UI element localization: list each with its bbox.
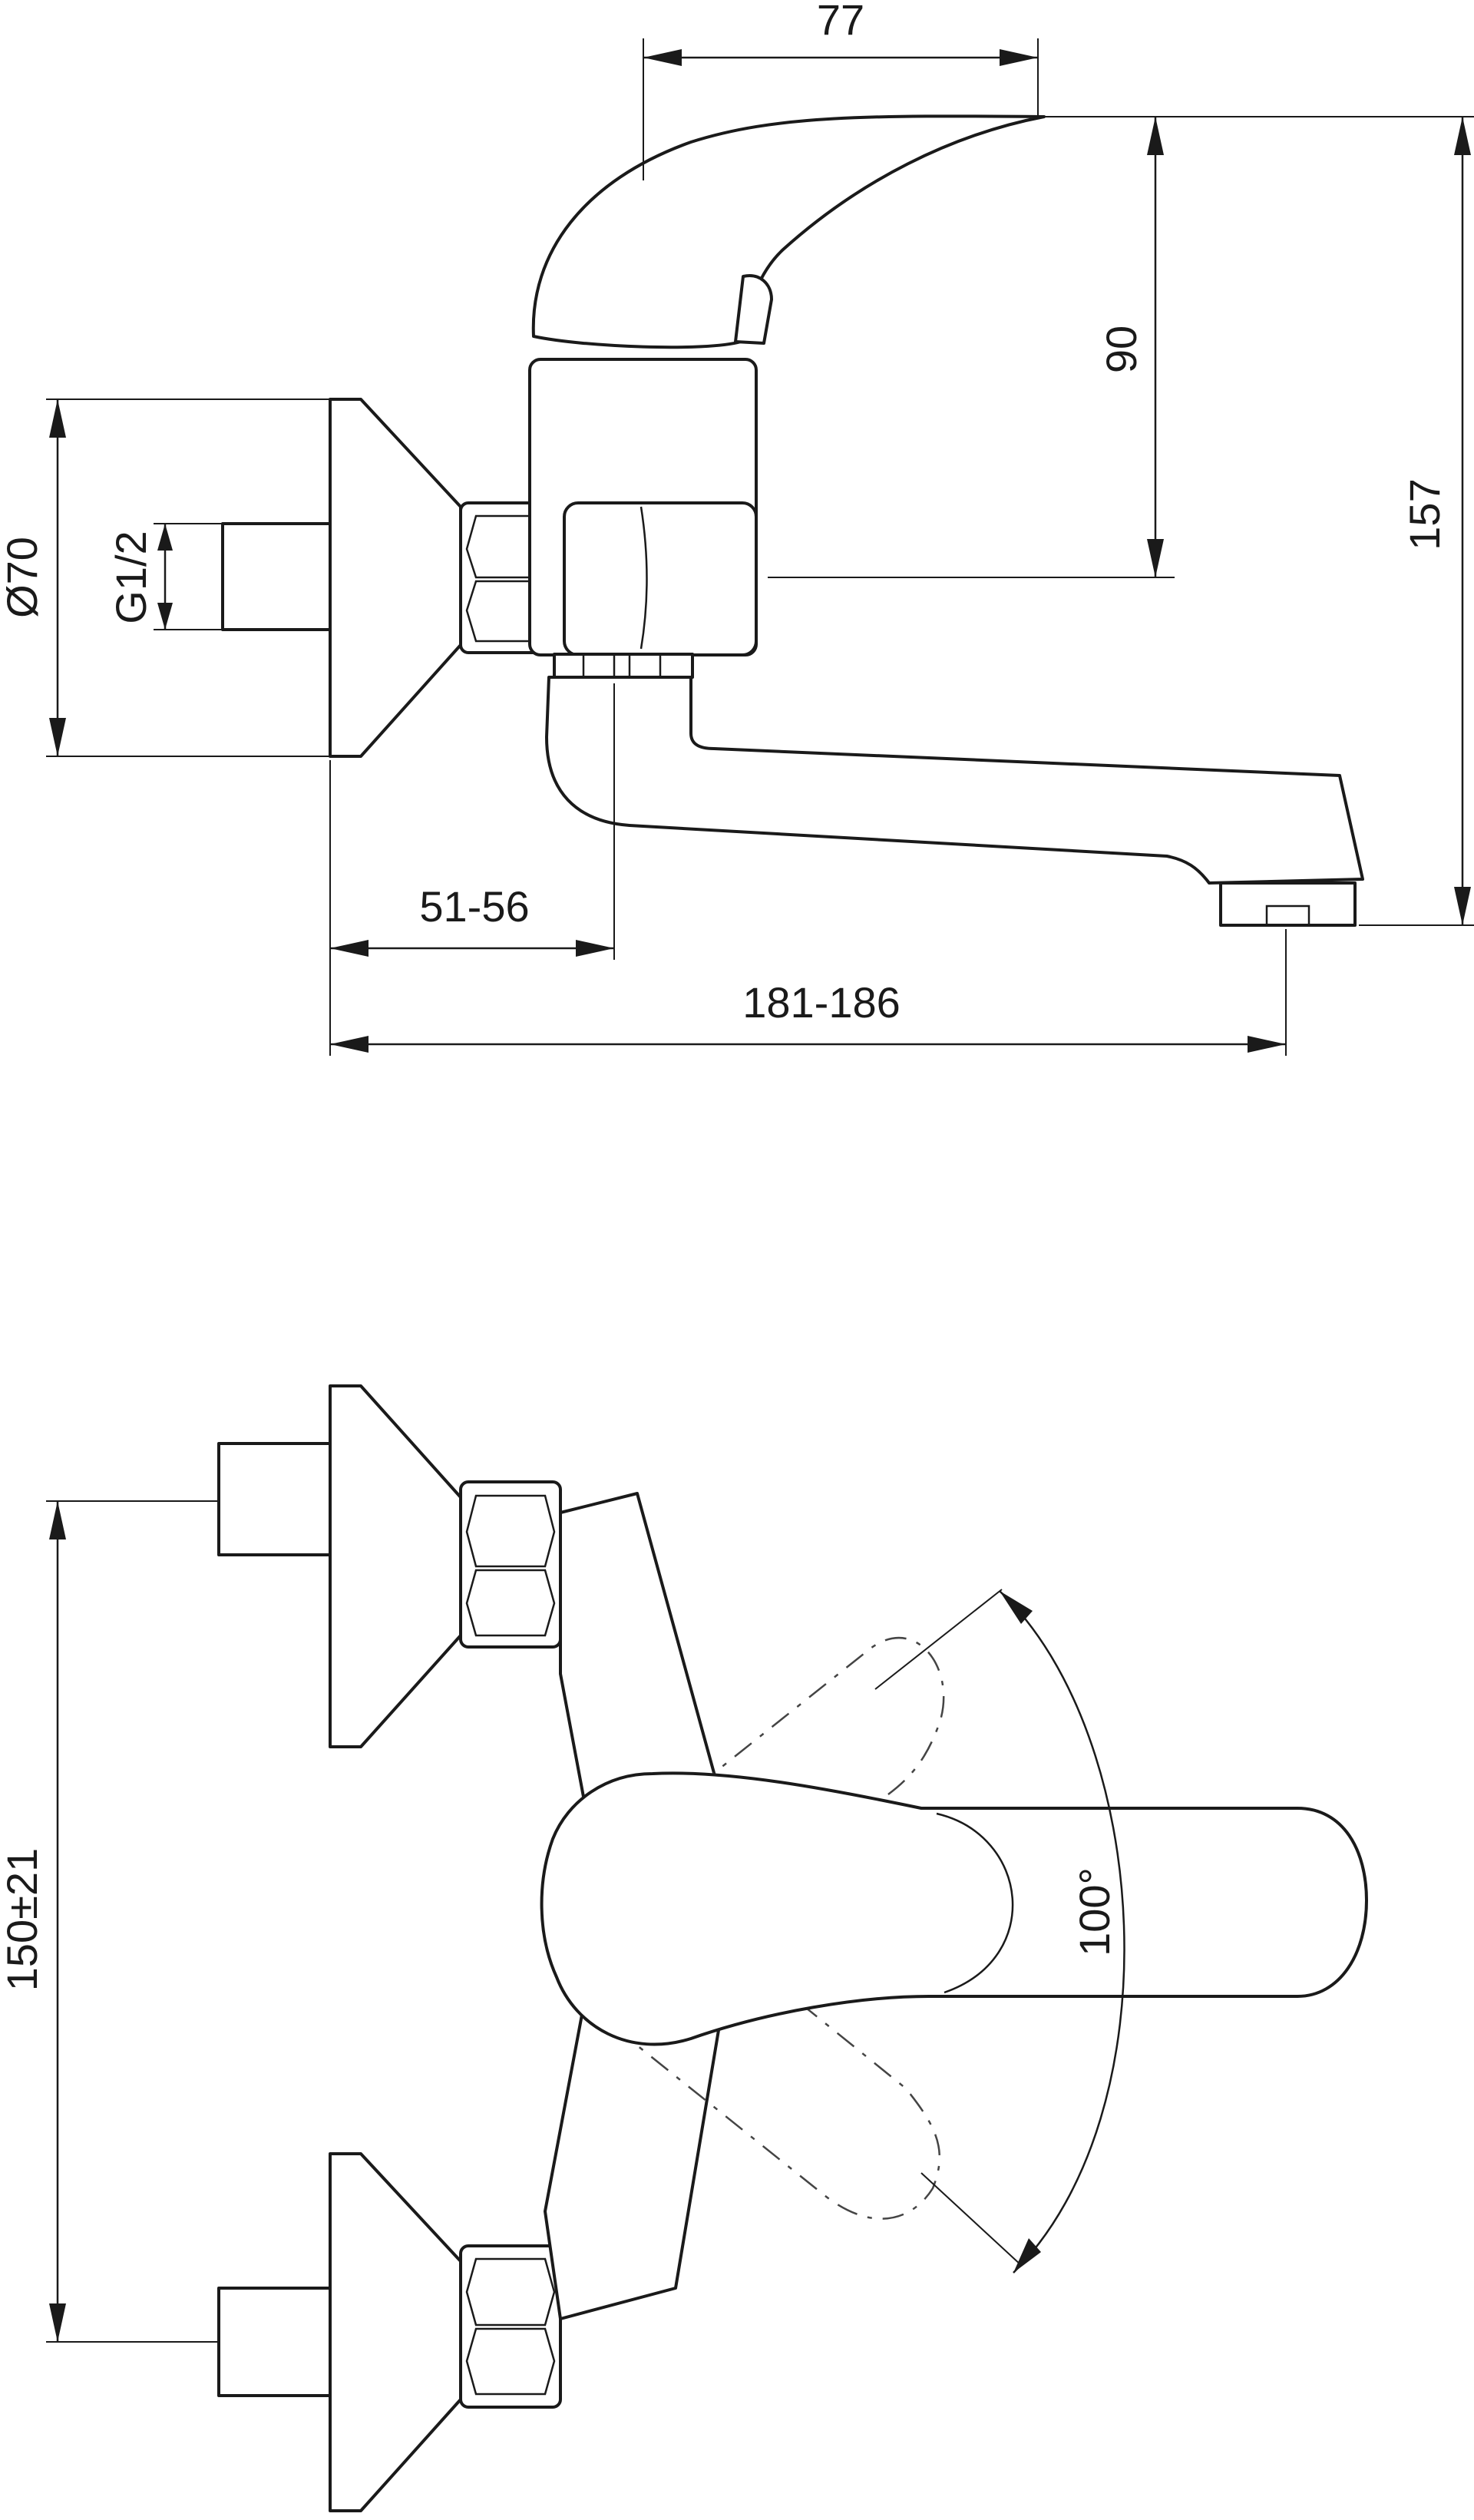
aerator: [1219, 881, 1357, 927]
dim-thread: G1/2: [107, 523, 223, 630]
lever-inner-line: [936, 1812, 1014, 1994]
lower-connection: [217, 2152, 562, 2512]
wall-flange: [329, 398, 462, 758]
dim-label-51-56: 51-56: [419, 882, 529, 931]
dim-projection: 181-186: [330, 929, 1287, 1056]
dim-handle-width: 77: [643, 0, 1039, 180]
lever-handle-top: [540, 1771, 1368, 2046]
dim-label-150: 150±21: [0, 1848, 46, 1991]
dim-total-height: 157: [1044, 116, 1474, 926]
thread-connector: [221, 522, 332, 631]
mixer-body: [528, 358, 758, 656]
dim-label-diameter: Ø70: [0, 537, 46, 618]
dim-label-90: 90: [1097, 326, 1145, 373]
dim-spout-offset: 51-56: [329, 683, 615, 1056]
spout: [545, 676, 1364, 885]
handle-rotated-upper: [659, 1636, 945, 1936]
dim-center-distance: 150±21: [0, 1500, 219, 2343]
lever-handle-side: [531, 114, 1046, 349]
spout-swivel-ring: [553, 653, 694, 679]
dim-label-100deg: 100°: [1070, 1867, 1119, 1956]
dim-label-thread: G1/2: [107, 531, 155, 623]
side-view: 77 90 157 Ø70: [0, 0, 1474, 1056]
dim-rotation-angle: 100°: [874, 1589, 1125, 2274]
top-view: 100° 150±21: [0, 1384, 1368, 2512]
dim-label-77: 77: [817, 0, 864, 44]
lever-joint: [734, 274, 773, 345]
upper-connection: [217, 1384, 562, 1748]
dim-flange-diameter: Ø70: [0, 399, 330, 757]
dim-label-181-186: 181-186: [742, 978, 901, 1027]
handle-rotated-lower: [613, 1926, 941, 2220]
dim-label-157: 157: [1400, 478, 1449, 550]
